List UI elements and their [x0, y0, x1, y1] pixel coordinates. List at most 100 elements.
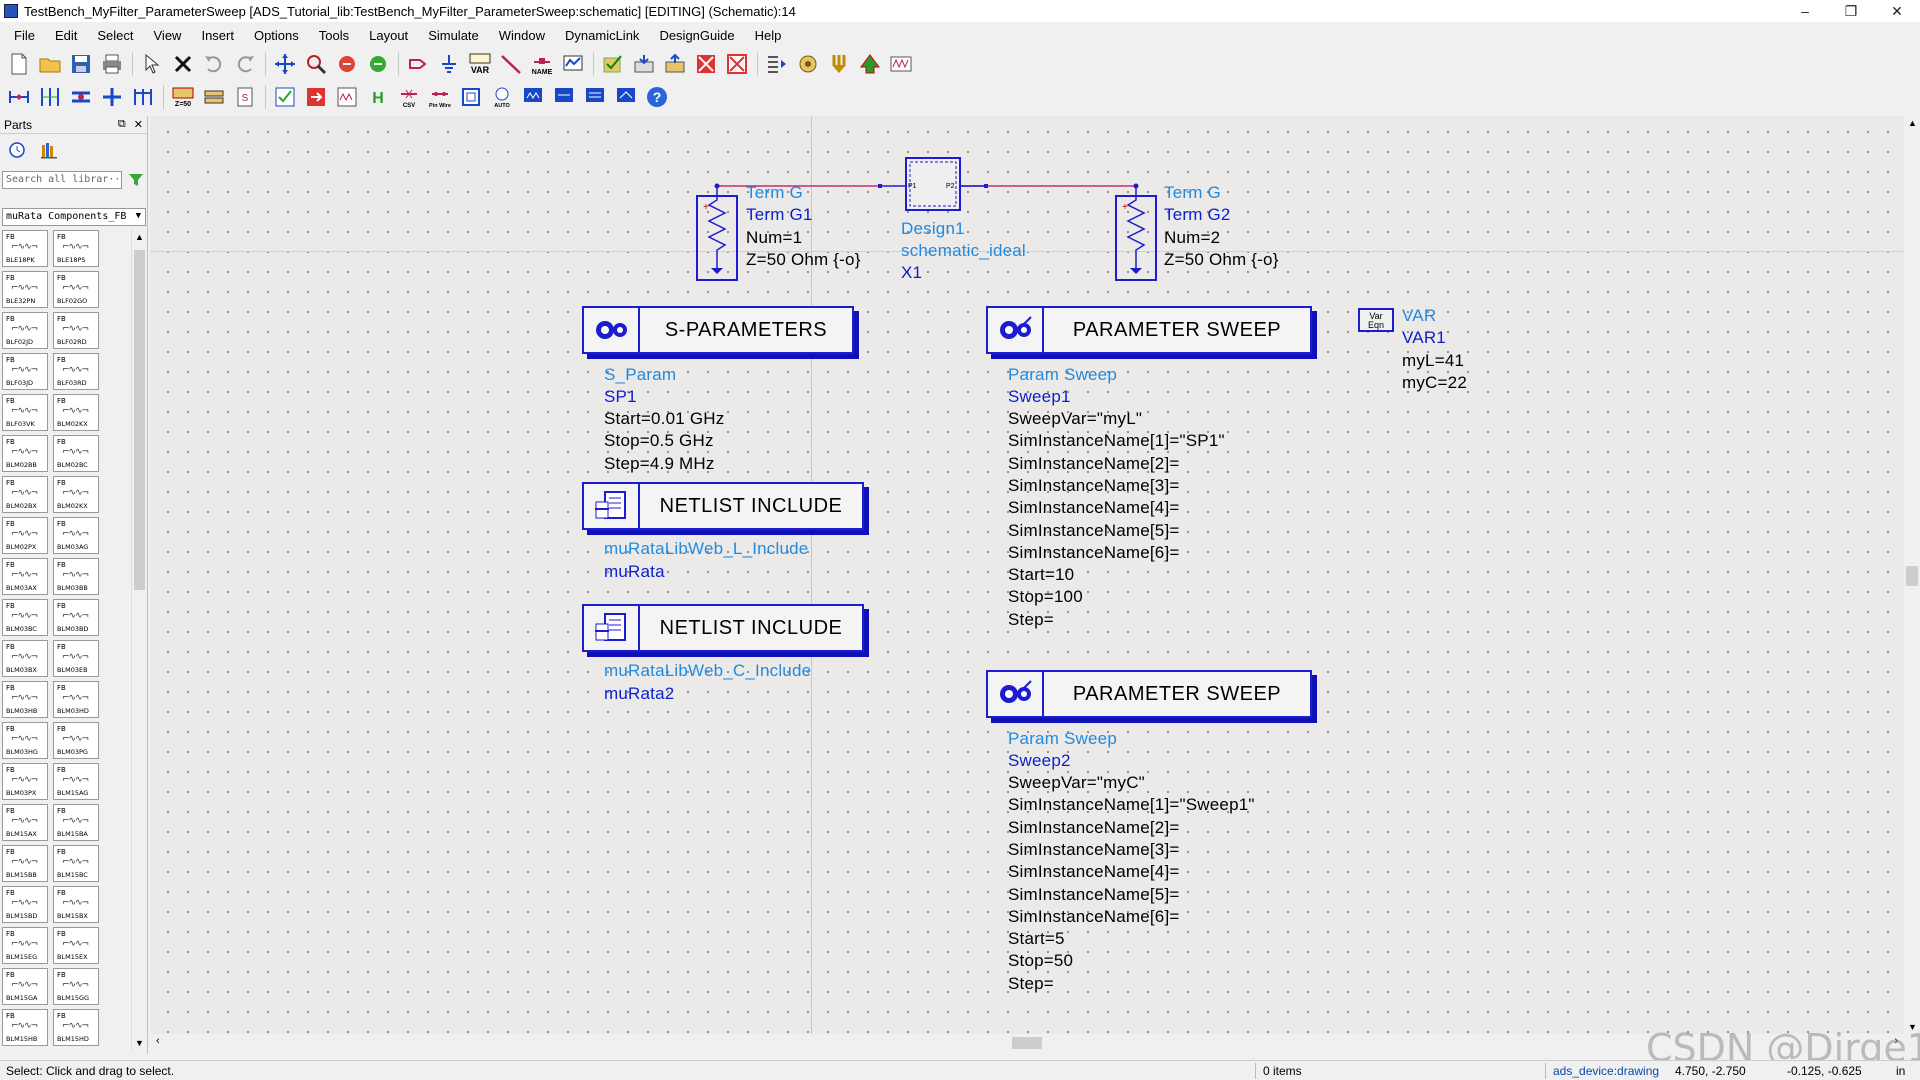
part-item[interactable]: FB⌐∿∿¬BLM15AG	[53, 763, 99, 800]
param-sweep-1-param[interactable]: SimInstanceName[4]=	[1008, 498, 1180, 518]
menu-simulate[interactable]: Simulate	[428, 27, 479, 43]
minimize-button[interactable]: –	[1801, 3, 1809, 19]
param-sweep-1-param[interactable]: SimInstanceName[3]=	[1008, 475, 1180, 495]
menu-options[interactable]: Options	[253, 27, 299, 43]
part-item[interactable]: FB⌐∿∿¬BLM03HG	[2, 722, 48, 759]
param-sweep-2-param[interactable]: Start=5	[1008, 929, 1065, 949]
termg2-type[interactable]: Term G	[1164, 183, 1221, 202]
name-icon[interactable]: NAME	[527, 49, 557, 79]
part-item[interactable]: FB⌐∿∿¬BLM03BB	[53, 558, 99, 595]
param-sweep-2-type[interactable]: Param Sweep	[1008, 729, 1117, 748]
part-item[interactable]: FB⌐∿∿¬BLM15EG	[2, 927, 48, 964]
menu-view[interactable]: View	[153, 27, 182, 43]
wlan-icon[interactable]	[611, 82, 641, 112]
status-layer[interactable]: ads_device:drawing	[1553, 1063, 1660, 1078]
pop-out-icon[interactable]	[660, 49, 690, 79]
flag-icon[interactable]	[301, 82, 331, 112]
sparam-type[interactable]: S_Param	[604, 365, 677, 384]
zoom-icon[interactable]	[301, 49, 331, 79]
netlist-include-2-type[interactable]: muRataLibWeb_C_Include	[604, 661, 812, 680]
param-sweep-2-name[interactable]: Sweep2	[1008, 751, 1071, 770]
menu-edit[interactable]: Edit	[54, 27, 78, 43]
component-list-icon[interactable]	[762, 49, 792, 79]
deactivate-icon[interactable]	[691, 49, 721, 79]
part-item[interactable]: FB⌐∿∿¬BLE18PK	[2, 230, 48, 267]
termg2-impedance[interactable]: Z=50 Ohm {-o}	[1164, 250, 1279, 269]
wire-icon[interactable]	[496, 49, 526, 79]
netlist-include-2[interactable]: NETLIST INCLUDE	[582, 604, 864, 652]
auto-icon[interactable]: AUTO	[487, 82, 517, 112]
history-icon[interactable]	[8, 141, 26, 159]
parts-scroll-thumb[interactable]	[134, 250, 145, 590]
canvas-hscroll-thumb[interactable]	[1012, 1037, 1042, 1049]
part-item[interactable]: FB⌐∿∿¬BLF02GO	[53, 271, 99, 308]
tuning-icon[interactable]	[793, 49, 823, 79]
canvas-vscroll-thumb[interactable]	[1906, 566, 1918, 586]
check-icon[interactable]	[598, 49, 628, 79]
var-type[interactable]: VAR	[1402, 306, 1437, 325]
align-icon[interactable]	[35, 82, 65, 112]
push-into-icon[interactable]	[629, 49, 659, 79]
part-item[interactable]: FB⌐∿∿¬BLM15BD	[2, 886, 48, 923]
termg1-name[interactable]: Term G1	[746, 205, 813, 224]
sparam-controller[interactable]: S-PARAMETERS	[582, 306, 854, 354]
menu-layout[interactable]: Layout	[369, 27, 409, 43]
simulate-icon[interactable]	[558, 49, 588, 79]
check-design-icon[interactable]	[270, 82, 300, 112]
sweep-icon[interactable]	[518, 82, 548, 112]
var-param[interactable]: myL=41	[1402, 351, 1465, 370]
library-select[interactable]: muRata Components_FB ▼	[2, 208, 146, 226]
design1-name[interactable]: Design1	[901, 219, 965, 238]
part-item[interactable]: FB⌐∿∿¬BLM15BA	[53, 804, 99, 841]
ground-icon[interactable]	[434, 49, 464, 79]
part-item[interactable]: FB⌐∿∿¬BLE32PN	[2, 271, 48, 308]
part-item[interactable]: FB⌐∿∿¬BLF03RD	[53, 353, 99, 390]
pin-wire-icon[interactable]: Pin Wire	[425, 82, 455, 112]
parts-search-input[interactable]: Search all librar···	[2, 171, 122, 189]
termg1-impedance[interactable]: Z=50 Ohm {-o}	[746, 250, 861, 269]
undo-icon[interactable]	[199, 49, 229, 79]
sparam-param[interactable]: Step=4.9 MHz	[604, 453, 715, 473]
var-name[interactable]: VAR1	[1402, 328, 1446, 347]
part-item[interactable]: FB⌐∿∿¬BLM03AG	[53, 517, 99, 554]
new-file-icon[interactable]	[4, 49, 34, 79]
bus-ripper-icon[interactable]	[97, 82, 127, 112]
mirror-icon[interactable]	[363, 49, 393, 79]
design1-cell[interactable]: schematic_ideal	[901, 241, 1026, 260]
redo-icon[interactable]	[230, 49, 260, 79]
part-item[interactable]: FB⌐∿∿¬BLM02BC	[53, 435, 99, 472]
waveform-icon[interactable]	[332, 82, 362, 112]
hb-icon[interactable]: H	[363, 82, 393, 112]
close-panel-icon[interactable]: ✕	[133, 119, 143, 131]
library-icon[interactable]	[40, 141, 58, 159]
termg1-type[interactable]: Term G	[746, 183, 803, 202]
netlist-include-1[interactable]: NETLIST INCLUDE	[582, 482, 864, 530]
termg2-name[interactable]: Term G2	[1164, 205, 1231, 224]
part-item[interactable]: FB⌐∿∿¬BLM03AX	[2, 558, 48, 595]
part-item[interactable]: FB⌐∿∿¬BLM15GA	[2, 968, 48, 1005]
part-item[interactable]: FB⌐∿∿¬BLM02BX	[2, 476, 48, 513]
menu-tools[interactable]: Tools	[318, 27, 350, 43]
part-item[interactable]: FB⌐∿∿¬BLF03VK	[2, 394, 48, 431]
part-item[interactable]: FB⌐∿∿¬BLM15EX	[53, 927, 99, 964]
part-item[interactable]: FB⌐∿∿¬BLM03PX	[2, 763, 48, 800]
scroll-down-icon[interactable]: ▼	[135, 1038, 144, 1048]
part-item[interactable]: FB⌐∿∿¬BLM03HB	[2, 681, 48, 718]
param-sweep-2-param[interactable]: SimInstanceName[6]=	[1008, 906, 1180, 926]
param-sweep-1-param[interactable]: SimInstanceName[5]=	[1008, 520, 1180, 540]
part-item[interactable]: FB⌐∿∿¬BLM15BX	[53, 886, 99, 923]
menu-dynamiclink[interactable]: DynamicLink	[565, 27, 640, 43]
var-eqn-icon[interactable]: VAR	[465, 49, 495, 79]
part-item[interactable]: FB⌐∿∿¬BLM02KX	[53, 476, 99, 513]
param-sweep-2-param[interactable]: SimInstanceName[5]=	[1008, 884, 1180, 904]
part-item[interactable]: FB⌐∿∿¬BLE18PS	[53, 230, 99, 267]
part-item[interactable]: FB⌐∿∿¬BLM03BX	[2, 640, 48, 677]
scroll-down-icon[interactable]: ▼	[1908, 1022, 1917, 1032]
rotate-icon[interactable]	[332, 49, 362, 79]
part-item[interactable]: FB⌐∿∿¬BLM15BB	[2, 845, 48, 882]
param-sweep-1[interactable]: PARAMETER SWEEP	[986, 306, 1312, 354]
scroll-up-icon[interactable]: ▲	[1908, 118, 1917, 128]
menu-insert[interactable]: Insert	[201, 27, 234, 43]
param-sweep-1-param[interactable]: Start=10	[1008, 565, 1075, 585]
port-icon[interactable]	[403, 49, 433, 79]
